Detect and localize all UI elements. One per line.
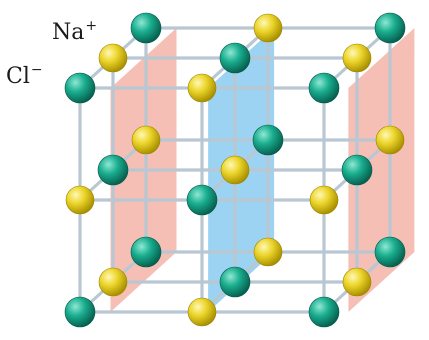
cl-ion-label: Cl− bbox=[6, 63, 43, 89]
cl-ion bbox=[252, 124, 284, 156]
na-ion bbox=[131, 125, 161, 155]
cl-ion bbox=[341, 154, 373, 186]
na-ion bbox=[342, 43, 372, 73]
na-ion-label: Na+ bbox=[52, 19, 97, 45]
na-ion bbox=[309, 185, 339, 215]
na-ion bbox=[375, 125, 405, 155]
cl-charge: − bbox=[30, 62, 43, 78]
na-ion bbox=[342, 267, 372, 297]
cl-ion bbox=[130, 12, 162, 44]
na-ion bbox=[187, 297, 217, 327]
cl-ion bbox=[308, 72, 340, 104]
na-ion bbox=[98, 267, 128, 297]
na-ion bbox=[253, 13, 283, 43]
cl-ion bbox=[64, 296, 96, 328]
na-ion bbox=[253, 237, 283, 267]
na-ion bbox=[187, 73, 217, 103]
cl-ion bbox=[97, 154, 129, 186]
na-symbol: Na bbox=[52, 20, 85, 45]
cl-ion bbox=[308, 296, 340, 328]
cl-ion bbox=[219, 266, 251, 298]
lattice-ions bbox=[64, 12, 406, 328]
cl-ion bbox=[374, 12, 406, 44]
cl-ion bbox=[219, 42, 251, 74]
na-ion bbox=[220, 155, 250, 185]
na-ion bbox=[98, 43, 128, 73]
cl-ion bbox=[186, 184, 218, 216]
cl-symbol: Cl bbox=[6, 64, 30, 89]
cl-ion bbox=[130, 236, 162, 268]
na-ion bbox=[65, 185, 95, 215]
na-charge: + bbox=[85, 18, 98, 34]
cl-ion bbox=[64, 72, 96, 104]
cl-ion bbox=[374, 236, 406, 268]
